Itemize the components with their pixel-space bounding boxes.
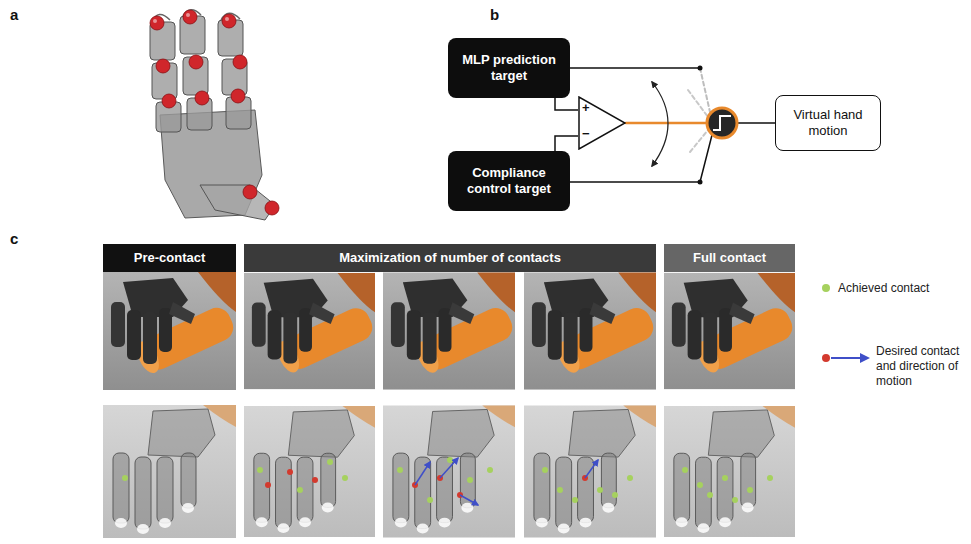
signal-line [555, 136, 578, 151]
node-text: Virtual hand motion [784, 107, 872, 139]
legend-text: Achieved contact [838, 281, 948, 296]
panel-letter: a [10, 6, 18, 23]
output-box: Virtual hand motion [775, 95, 881, 151]
phase-header: Full contact [664, 244, 795, 272]
legend-swatch [822, 284, 830, 292]
target-box: MLP prediction target [448, 38, 570, 98]
node-text: Compliance control target [456, 165, 562, 197]
sign-label: − [582, 127, 590, 141]
node-text: MLP prediction target [456, 52, 562, 84]
legend-text: Desired contact and direction of motion [876, 344, 962, 389]
comparator-triangle: +− [578, 96, 626, 150]
sign-label: + [582, 101, 590, 115]
panel-letter: b [490, 6, 499, 23]
node-text: Maximization of number of contacts [339, 250, 561, 266]
phase-header: Maximization of number of contacts [244, 244, 656, 272]
node-text: Pre-contact [134, 250, 206, 266]
phase-header: Pre-contact [103, 244, 236, 272]
signal-line [555, 98, 578, 110]
panel-letter: c [10, 230, 18, 247]
target-box: Compliance control target [448, 151, 570, 211]
node-text: Full contact [693, 250, 766, 266]
